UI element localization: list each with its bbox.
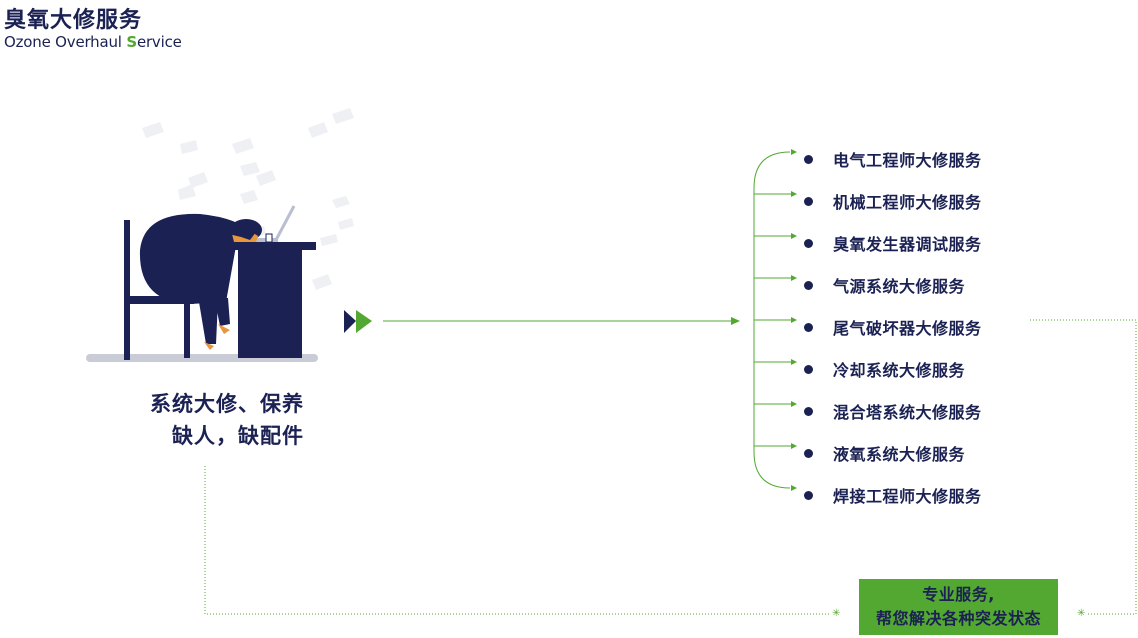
service-label: 冷却系统大修服务 xyxy=(833,361,966,380)
star-marker-left: ✳ xyxy=(832,608,841,619)
cup xyxy=(265,233,273,243)
service-label: 混合塔系统大修服务 xyxy=(833,403,982,422)
page-title: 臭氧大修服务 xyxy=(4,8,143,33)
star-marker-right: ✳ xyxy=(1077,608,1086,619)
bullet-icon xyxy=(804,238,813,248)
list-item: 气源系统大修服务 xyxy=(800,264,982,306)
bullet-icon xyxy=(804,364,813,374)
double-chevron-right-icon xyxy=(344,310,372,333)
service-list: 电气工程师大修服务 机械工程师大修服务 臭氧发生器调试服务 气源系统大修服务 尾… xyxy=(800,138,982,516)
list-item: 液氧系统大修服务 xyxy=(800,432,982,474)
solution-line-2: 帮您解决各种突发状态 xyxy=(875,609,1041,628)
desk xyxy=(228,242,316,358)
service-label: 气源系统大修服务 xyxy=(833,277,966,296)
bullet-icon xyxy=(804,490,813,500)
page-subtitle: Ozone Overhaul Service xyxy=(4,33,182,51)
service-label: 液氧系统大修服务 xyxy=(833,445,966,464)
solution-box: 专业服务, 帮您解决各种突发状态 xyxy=(859,579,1058,635)
main-arrow-head xyxy=(731,317,740,325)
subtitle-prefix: Ozone Overhaul xyxy=(4,33,127,51)
dotted-path-right xyxy=(1030,319,1137,615)
branch-ticks xyxy=(754,193,796,447)
laptop xyxy=(248,205,296,242)
slumped-worker xyxy=(139,213,262,350)
bullet-icon xyxy=(804,196,813,206)
problem-line-2: 缺人，缺配件 xyxy=(172,424,304,448)
service-label: 尾气破坏器大修服务 xyxy=(833,319,982,338)
bullet-icon xyxy=(804,406,813,416)
list-item: 冷却系统大修服务 xyxy=(800,348,982,390)
service-label: 焊接工程师大修服务 xyxy=(833,487,982,506)
service-label: 机械工程师大修服务 xyxy=(833,193,982,212)
list-item: 混合塔系统大修服务 xyxy=(800,390,982,432)
bullet-icon xyxy=(804,154,813,164)
list-item: 电气工程师大修服务 xyxy=(800,138,982,180)
service-label: 臭氧发生器调试服务 xyxy=(833,235,982,254)
list-item: 尾气破坏器大修服务 xyxy=(800,306,982,348)
bullet-icon xyxy=(804,322,813,332)
service-label: 电气工程师大修服务 xyxy=(833,151,982,170)
dotted-path-left xyxy=(204,466,830,615)
list-item: 臭氧发生器调试服务 xyxy=(800,222,982,264)
bullet-icon xyxy=(804,448,813,458)
solution-line-1: 专业服务, xyxy=(922,585,995,604)
bullet-icon xyxy=(804,280,813,290)
chair xyxy=(124,220,194,360)
subtitle-suffix: ervice xyxy=(136,33,182,51)
tired-worker-illustration xyxy=(86,108,354,362)
list-item: 机械工程师大修服务 xyxy=(800,180,982,222)
list-item: 焊接工程师大修服务 xyxy=(800,474,982,516)
branch-arrowheads xyxy=(791,149,797,491)
problem-caption: 系统大修、保养 缺人，缺配件 xyxy=(120,388,304,452)
subtitle-accent-letter: S xyxy=(126,33,137,51)
problem-line-1: 系统大修、保养 xyxy=(150,392,304,416)
